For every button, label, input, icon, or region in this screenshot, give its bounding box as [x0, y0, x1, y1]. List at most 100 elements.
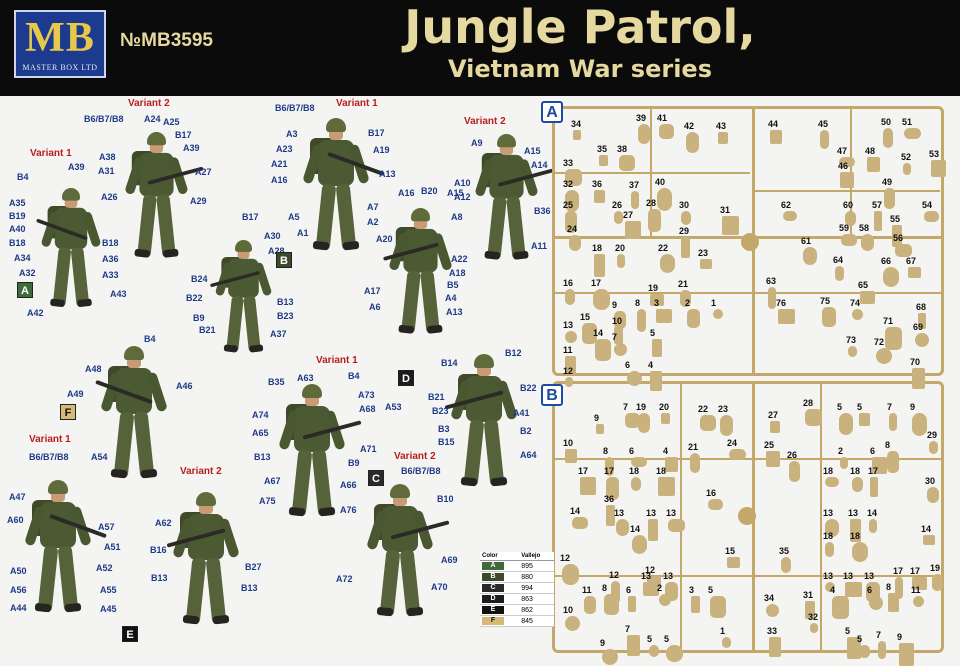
variant-label: Variant 2 [464, 116, 506, 127]
part-callout: A75 [259, 496, 276, 506]
vallejo-code: 895 [519, 560, 554, 572]
sprue-part [632, 535, 647, 554]
sprue-part [658, 477, 675, 496]
part-callout: A9 [471, 138, 483, 148]
sprue-part-number: 22 [698, 404, 709, 414]
soldier-figure [474, 134, 554, 267]
sprue-part-number: 8 [885, 440, 891, 450]
sprue-part [883, 267, 899, 287]
right-leg [335, 183, 360, 251]
sprue-part [638, 124, 650, 144]
sprue-part-number: 32 [808, 612, 819, 622]
sprue-a-frame [552, 106, 944, 376]
part-callout: B18 [9, 238, 26, 248]
sprue-part [643, 582, 659, 596]
sprue-part-number: 28 [803, 398, 814, 408]
part-callout: B35 [268, 377, 285, 387]
sprue-part [869, 519, 877, 533]
helmet [326, 118, 346, 132]
sprue-part-number: 5 [845, 626, 851, 636]
variant-label: Variant 1 [30, 148, 72, 159]
sprue-part [565, 377, 573, 387]
boot [512, 250, 529, 260]
part-callout: A71 [360, 444, 377, 454]
sprue-part-number: 7 [887, 402, 893, 412]
sprue-part [929, 441, 938, 454]
boot [162, 248, 179, 258]
sprue-part-number: 25 [764, 440, 775, 450]
sprue-part-number: 69 [913, 322, 924, 332]
sprue-part-number: 41 [657, 113, 668, 123]
part-callout: B17 [242, 212, 259, 222]
sprue-part-number: 19 [648, 283, 659, 293]
sprue-part [565, 169, 582, 186]
part-callout: A3 [286, 129, 298, 139]
sprue-part [606, 505, 615, 526]
color-swatch-cell: A [480, 560, 520, 572]
sprue-part [899, 643, 914, 666]
sprue-part [915, 333, 929, 347]
sprue-part [565, 356, 576, 375]
face [413, 217, 428, 229]
part-callout: A62 [155, 518, 172, 528]
sprue-part [839, 157, 855, 167]
legs [49, 246, 93, 310]
sprue-part-number: 13 [563, 320, 574, 330]
part-callout: B23 [432, 406, 449, 416]
sprue-part-number: 3 [689, 585, 695, 595]
variant-label: Variant 1 [29, 434, 71, 445]
sprue-part [841, 234, 857, 246]
part-callout: A65 [252, 428, 269, 438]
boot [490, 476, 508, 487]
sprue-part [927, 487, 939, 503]
sprue-part-number: 13 [823, 571, 834, 581]
left-leg [398, 270, 421, 334]
sprue-part [628, 596, 636, 612]
sprue-part-number: 26 [612, 200, 623, 210]
sprue-part-number: 18 [629, 466, 640, 476]
sprue-part-number: 16 [563, 278, 574, 288]
sprue-part [859, 645, 870, 658]
sprue-part-number: 10 [563, 438, 574, 448]
part-callout: B17 [368, 128, 385, 138]
color-code-badge: A [17, 282, 33, 298]
sprue-part-number: 26 [787, 450, 798, 460]
sprue-part-number: 13 [823, 508, 834, 518]
legs [312, 183, 360, 254]
vallejo-code: 845 [519, 615, 554, 627]
part-callout: A74 [252, 410, 269, 420]
sprue-part-number: 17 [868, 466, 879, 476]
sprue-part-number: 1 [711, 298, 717, 308]
right-leg [311, 449, 336, 517]
part-callout: A67 [264, 476, 281, 486]
sprue-part-number: 19 [930, 563, 941, 573]
sprue-part-number: 55 [890, 214, 901, 224]
part-callout: B14 [441, 358, 458, 368]
sprue-part [680, 290, 691, 307]
sprue-part-number: 51 [902, 117, 913, 127]
sprue-part-number: 13 [848, 508, 859, 518]
sprue-part [778, 309, 795, 324]
helmet [411, 208, 430, 222]
part-callout: A53 [385, 402, 402, 412]
sprue-part [770, 130, 782, 144]
sprue-part-number: 74 [850, 298, 861, 308]
sprue-part [596, 424, 604, 434]
boot [182, 614, 200, 625]
sprue-part [614, 211, 623, 224]
sprue-part [847, 637, 861, 659]
part-callout: A14 [531, 160, 548, 170]
variant-label: Variant 2 [180, 466, 222, 477]
sprue-part-number: 10 [563, 605, 574, 615]
part-callout: A76 [340, 505, 357, 515]
part-callout: B23 [277, 311, 294, 321]
sprue-gate [741, 233, 759, 251]
sprue-part [659, 124, 674, 139]
part-callout: A50 [10, 566, 27, 576]
sprue-part [832, 596, 849, 619]
sprue-part-number: 3 [654, 298, 660, 308]
sprue-part [912, 413, 927, 436]
sprue-b-frame [552, 381, 944, 653]
sprue-part [932, 574, 943, 591]
